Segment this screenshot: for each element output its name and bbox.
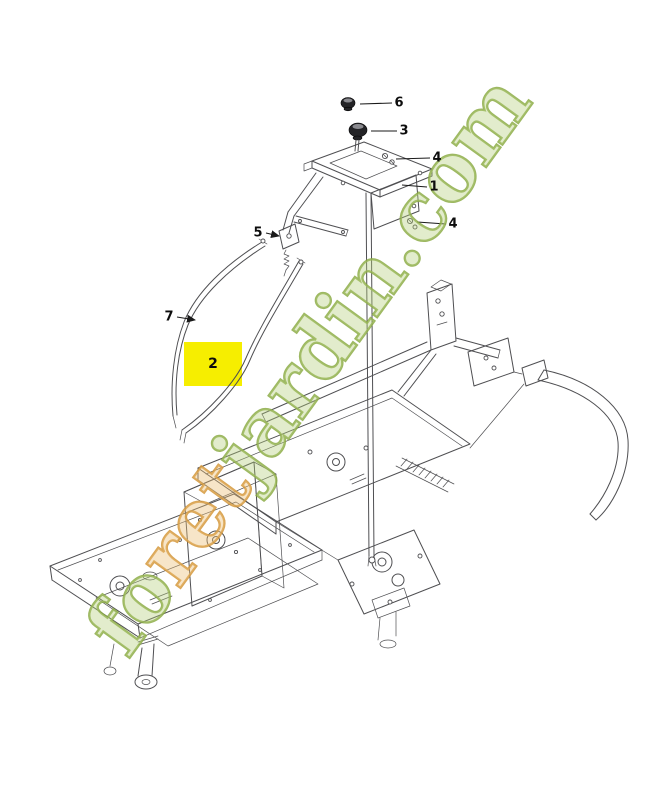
callout-4-lower[interactable]: 4 [448,216,458,232]
callout-2[interactable]: 2 [208,356,218,372]
part-2-highlight-box[interactable] [184,342,242,386]
chassis-frame [49,279,525,647]
watermark-text: foretjardin.com [67,58,549,671]
callout-4-upper[interactable]: 4 [432,150,442,166]
caster-wheel [103,635,159,690]
callout-leader-lines [176,102,447,323]
callout-1[interactable]: 1 [429,179,439,195]
screws-part-4-upper [381,152,395,165]
callout-3[interactable]: 3 [399,123,409,139]
callout-6[interactable]: 6 [394,95,404,111]
lever-part-5 [278,172,349,277]
watermark: foretjardin.com [66,56,550,672]
knob-part-3 [348,122,368,152]
screw-part-4-lower [406,217,418,230]
steering-assembly [337,529,441,649]
cable-part-2 [179,257,306,444]
cable-part-7 [171,238,268,429]
knob-part-6 [340,97,356,112]
mounting-plate-part-1 [303,141,433,230]
support-rod [365,192,377,567]
fender-bracket [513,359,629,521]
callout-7[interactable]: 7 [164,309,174,325]
callout-5[interactable]: 5 [253,225,263,241]
